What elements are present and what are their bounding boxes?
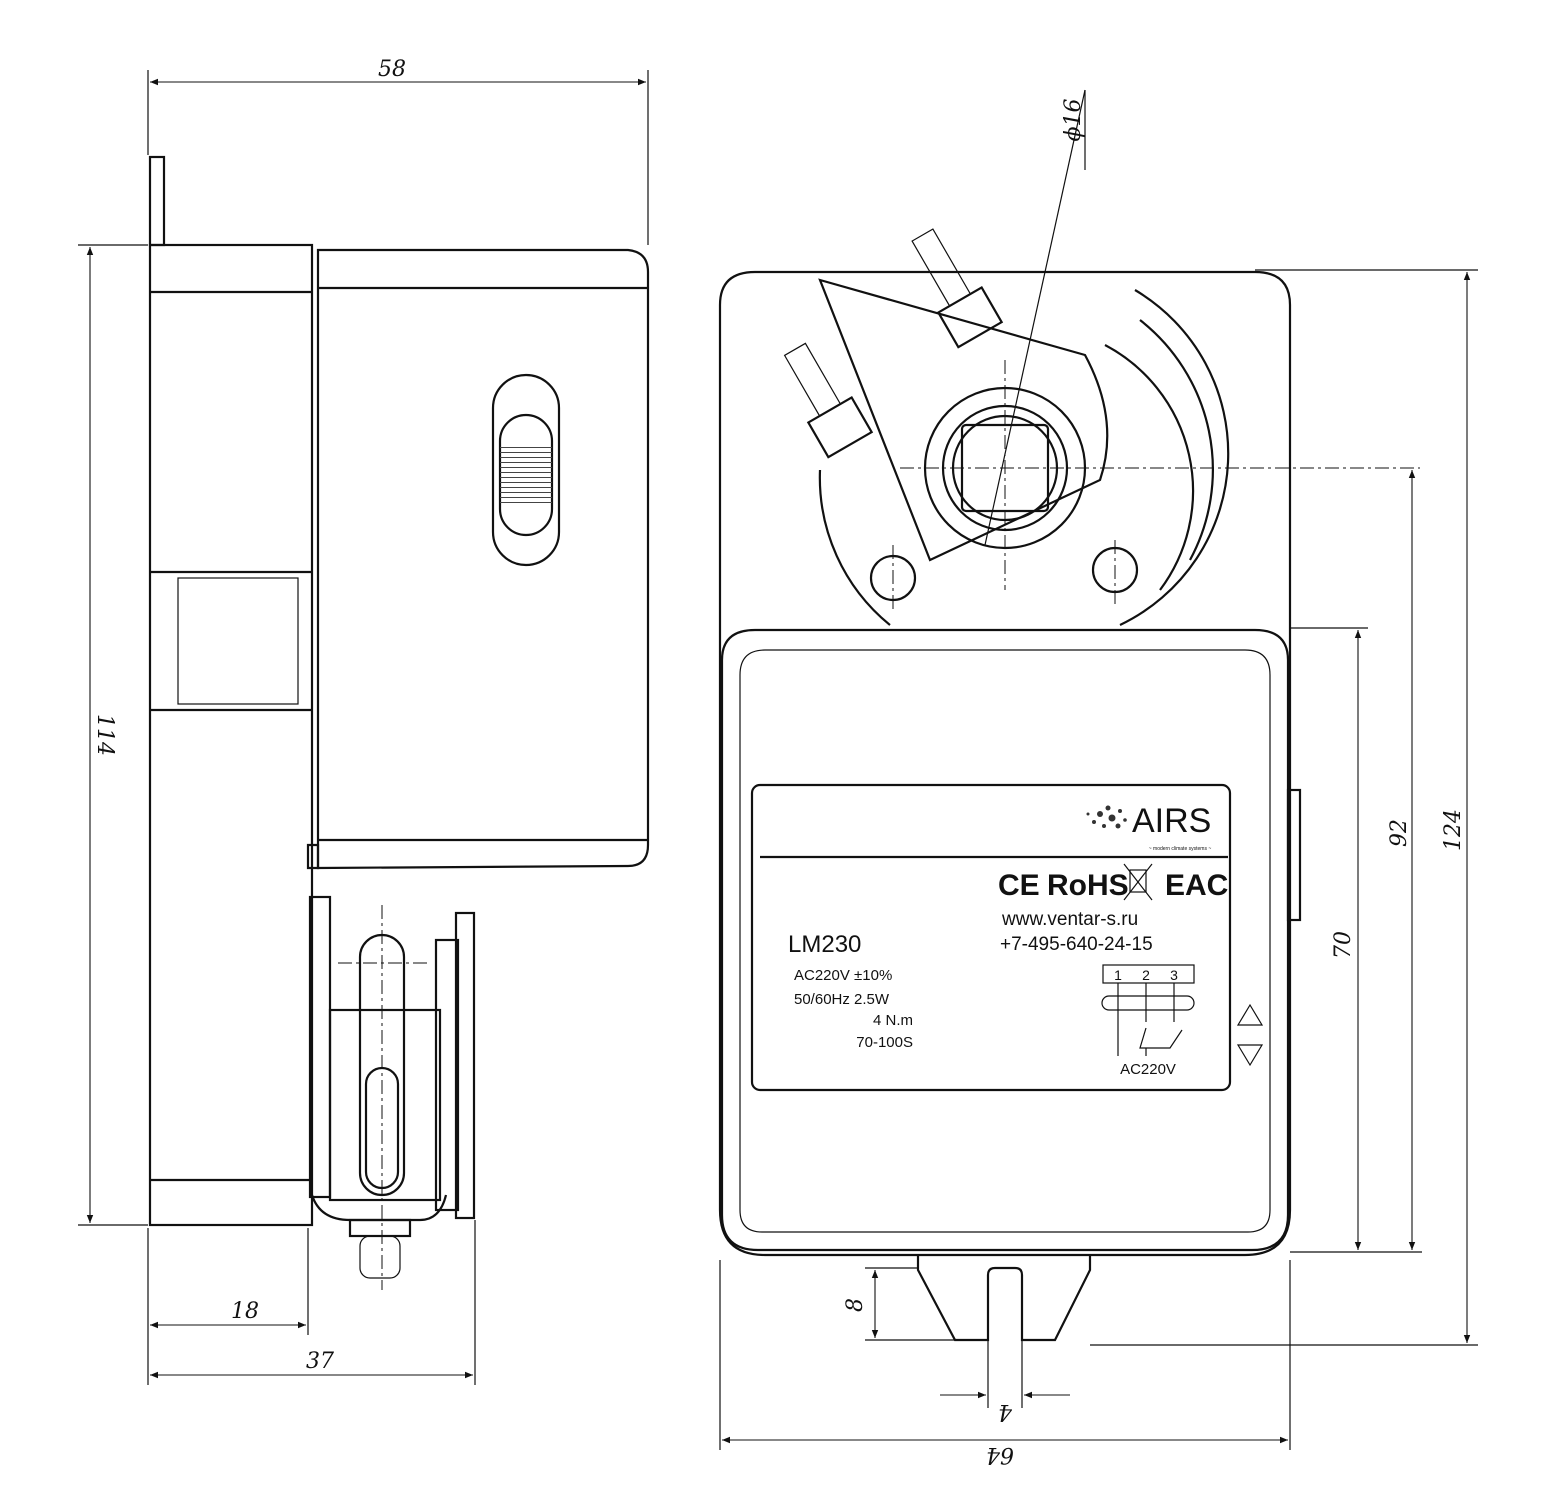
phone-text: +7-495-640-24-15 — [1000, 934, 1153, 955]
wiring-diagram: 1 2 3 AC220V — [1101, 964, 1195, 1078]
airs-logo: AIRS ~ modern climate systems ~ — [1086, 802, 1212, 852]
dim-4: 4 — [998, 1399, 1013, 1424]
spec-power: 50/60Hz 2.5W — [794, 991, 890, 1008]
dim-8: 8 — [843, 1298, 868, 1312]
model-text: LM230 — [788, 931, 861, 958]
side-dimensions: 58 114 18 37 — [78, 57, 649, 1385]
terminal-1: 1 — [1114, 967, 1122, 983]
dim-70: 70 — [1331, 931, 1356, 959]
dim-64: 64 — [986, 1442, 1014, 1467]
terminal-2: 2 — [1142, 967, 1150, 983]
dim-18: 18 — [231, 1299, 259, 1324]
dim-phi16: ϕ16 — [1061, 99, 1086, 142]
side-view — [148, 155, 650, 1290]
brand-name: AIRS — [1132, 802, 1211, 840]
rohs-mark: RoHS — [1047, 869, 1129, 902]
spec-voltage: AC220V ±10% — [794, 967, 892, 984]
dim-124: 124 — [1441, 809, 1466, 851]
front-dimensions: ϕ16 124 92 70 8 4 64 — [719, 89, 1478, 1467]
eac-mark: EAC — [1165, 869, 1228, 902]
wiring-voltage: AC220V — [1120, 1061, 1176, 1078]
ce-mark: CE — [998, 869, 1040, 902]
spec-torque: 4 N.m — [873, 1012, 913, 1029]
brand-tagline: ~ modern climate systems ~ — [1149, 846, 1212, 852]
terminal-3: 3 — [1170, 967, 1178, 983]
front-view — [718, 228, 1420, 1342]
dim-114: 114 — [92, 714, 117, 756]
weee-bin-icon — [1123, 863, 1153, 901]
spec-time: 70-100S — [856, 1034, 913, 1051]
label-plate: AIRS ~ modern climate systems ~ CE RoHS … — [750, 783, 1232, 1092]
dim-58: 58 — [378, 57, 406, 82]
dim-37: 37 — [306, 1349, 334, 1374]
dim-92: 92 — [1387, 819, 1412, 847]
website-text: www.ventar-s.ru — [1001, 909, 1138, 930]
